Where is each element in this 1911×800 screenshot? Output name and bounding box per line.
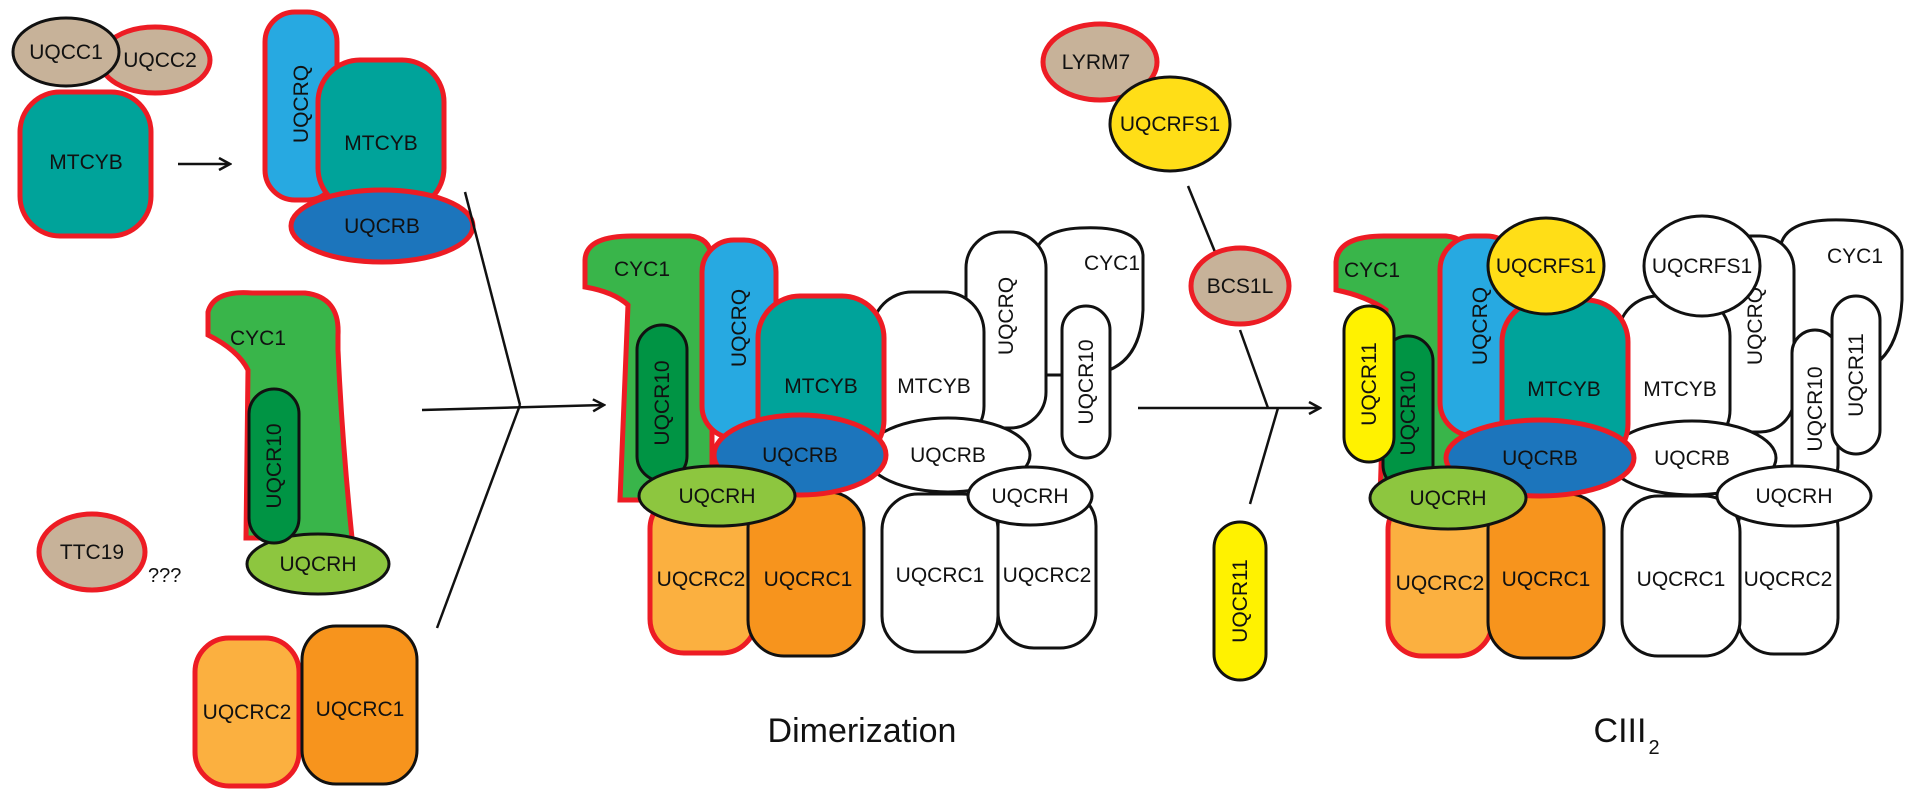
uqcrb-label: UQCRB [344, 215, 420, 238]
uqcrfs1-subunit-free [1108, 75, 1232, 173]
uqcrc1-subunit-white-mid [880, 492, 1000, 654]
cyc1-label: CYC1 [230, 327, 286, 350]
mtcyb-subunit [17, 89, 154, 239]
uqcrc1-label: UQCRC1 [316, 698, 405, 721]
ciii2-caption-main: CIII [1594, 712, 1647, 750]
uqcrc1-label-final: UQCRC1 [1502, 568, 1591, 591]
uqcrb-label-mid: UQCRB [762, 444, 838, 467]
mtcyb-label: MTCYB [49, 151, 123, 174]
late-assembly-factors: LYRM7 UQCRFS1 BCS1L UQCR11 [1040, 21, 1292, 682]
uqcr11-label-free: UQCR11 [1229, 559, 1252, 643]
uqcrh-label-white-mid: UQCRH [992, 485, 1069, 508]
mtcyb-label-mid: MTCYB [784, 375, 858, 398]
uqcr10-label-final: UQCR10 [1397, 370, 1420, 455]
line-uqcrfs1-to-bcs1l [1186, 185, 1217, 253]
module-mtcyb-chaperones: MTCYB UQCC2 UQCC1 [11, 16, 213, 239]
arrow-to-dimer [421, 405, 604, 410]
uqcrfs1-label-final: UQCRFS1 [1496, 255, 1596, 278]
ciii2-caption-subscript: 2 [1648, 737, 1659, 759]
ttc19-label: TTC19 [60, 541, 124, 564]
module-uqcrc2-uqcrc1: UQCRC2 UQCRC1 [192, 624, 419, 789]
uqcr10-subunit-white-mid [1060, 304, 1112, 460]
ciii2-caption: CIII 2 [1594, 712, 1660, 759]
uqcr11-label-white-final: UQCR11 [1845, 333, 1868, 417]
uqcrh-subunit [245, 532, 391, 596]
uqcc1-factor [11, 16, 121, 88]
lyrm7-factor [1040, 21, 1160, 103]
line-uqcr11-to-junction [1248, 407, 1280, 505]
uqcc2-label: UQCC2 [123, 49, 197, 72]
mtcyb-label-2: MTCYB [344, 132, 418, 155]
uqcrh-subunit-mid [637, 464, 797, 528]
uqcrc2-label-mid: UQCRC2 [657, 568, 746, 591]
uqcrc2-label: UQCRC2 [203, 701, 292, 724]
uqcrh-label-mid: UQCRH [679, 485, 756, 508]
uqcr10-label-white-mid: UQCR10 [1075, 339, 1098, 424]
uqcrfs1-subunit-final [1486, 216, 1606, 316]
uqcr10-subunit [247, 387, 301, 545]
converge-line-top [463, 191, 522, 406]
uqcrh-subunit-white-mid [966, 465, 1094, 527]
uqcrq-label-white-final: UQCRQ [1744, 287, 1767, 365]
uqcrq-label-final: UQCRQ [1469, 287, 1492, 365]
uqcr11-subunit-free [1212, 520, 1268, 682]
uqcrq-label-mid: UQCRQ [728, 289, 751, 367]
uqcr10-label: UQCR10 [263, 423, 286, 508]
cyc1-label-mid: CYC1 [614, 258, 670, 281]
complex-ciii2: CYC1 UQCRQ MTCYB UQCRFS1 UQCRB UQCR10 UQ… [1333, 214, 1904, 660]
module-cyc1-uqcr10-uqcrh: CYC1 UQCRH UQCR10 [205, 290, 391, 596]
uqcrh-label-white-final: UQCRH [1756, 485, 1833, 508]
uqcrb-label-final: UQCRB [1502, 447, 1578, 470]
uqcrc1-label-white-mid: UQCRC1 [896, 564, 985, 587]
converge-line-bottom [435, 404, 522, 629]
line-bcs1l-to-junction [1238, 329, 1270, 409]
uqcrc2-label-white-mid: UQCRC2 [1003, 564, 1092, 587]
mtcyb-label-final: MTCYB [1527, 378, 1601, 401]
mtcyb-label-white-final: MTCYB [1643, 378, 1717, 401]
uqcr11-subunit-white-final [1830, 294, 1882, 456]
uqcrfs1-label-white-final: UQCRFS1 [1652, 255, 1752, 278]
cyc1-label-white-mid: CYC1 [1084, 252, 1140, 275]
dimerization-caption: Dimerization [768, 712, 957, 750]
uqcrh-label: UQCRH [280, 553, 357, 576]
uqcc1-label: UQCC1 [29, 41, 103, 64]
uqcrc1-label-mid: UQCRC1 [764, 568, 853, 591]
uqcr11-subunit-final [1342, 304, 1396, 464]
uqcr11-label-final: UQCR11 [1358, 342, 1381, 426]
uqcrfs1-subunit-white-final [1642, 214, 1762, 318]
uqcrc2-label-white-final: UQCRC2 [1744, 568, 1833, 591]
uqcrq-label: UQCRQ [290, 65, 313, 143]
uqcrc2-label-final: UQCRC2 [1396, 572, 1485, 595]
module-mtcyb-uqcrq-uqcrb: UQCRQ MTCYB UQCRB [262, 9, 476, 265]
uqcrc1-subunit [300, 624, 419, 786]
uqcrc2-subunit [192, 635, 302, 789]
ttc19-factor [36, 511, 148, 593]
uqcrfs1-label-free: UQCRFS1 [1120, 113, 1220, 136]
bcs1l-label: BCS1L [1207, 275, 1274, 298]
cyc1-label-white-final: CYC1 [1827, 245, 1883, 268]
converging-arrow-1 [421, 191, 604, 629]
uqcr10-label-white-final: UQCR10 [1804, 366, 1827, 451]
mtcyb-label-white-mid: MTCYB [897, 375, 971, 398]
cyc1-label-final: CYC1 [1344, 259, 1400, 282]
uqcrh-label-final: UQCRH [1410, 487, 1487, 510]
lyrm7-label: LYRM7 [1062, 51, 1130, 74]
uqcrq-label-white-mid: UQCRQ [995, 277, 1018, 355]
uqcr10-label-mid: UQCR10 [651, 360, 674, 445]
dimer-intermediate: CYC1 UQCRQ UQCR10 MTCYB UQCRB UQCRC2 UQC… [582, 226, 1145, 658]
uqcrb-label-white-final: UQCRB [1654, 447, 1730, 470]
unknown-marker: ??? [148, 565, 181, 587]
uqcrh-subunit-final [1368, 465, 1528, 531]
uqcrb-label-white-mid: UQCRB [910, 444, 986, 467]
uqcrc1-label-white-final: UQCRC1 [1637, 568, 1726, 591]
bcs1l-factor [1188, 245, 1292, 327]
ttc19-factor-group: TTC19 ??? [36, 511, 181, 593]
uqcrh-subunit-white-final [1715, 464, 1873, 528]
uqcrc1-subunit-white-final [1620, 494, 1742, 658]
